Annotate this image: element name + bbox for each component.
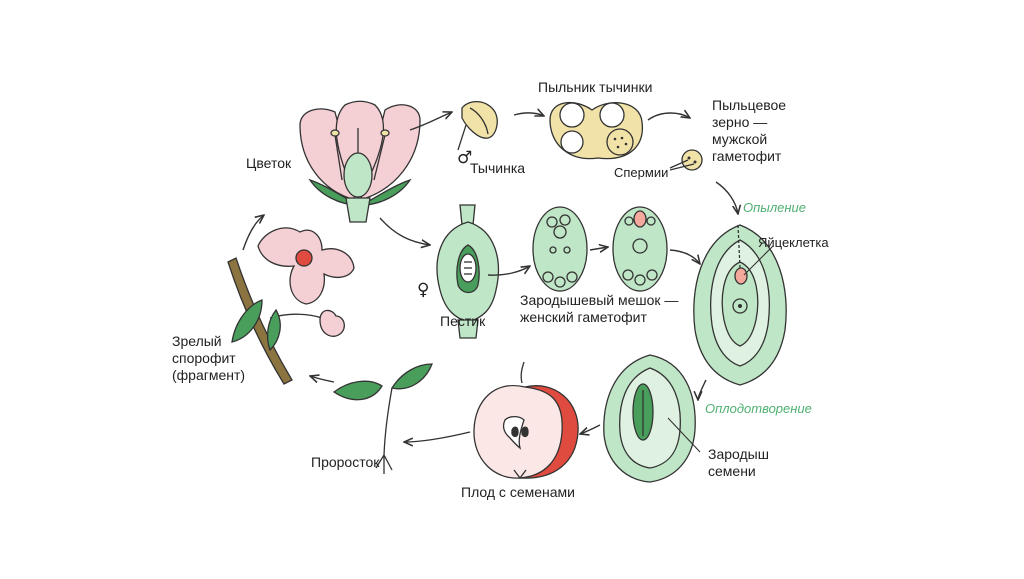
sporophyte-illustration xyxy=(227,227,355,385)
label-sperm: Спермии xyxy=(614,165,669,180)
embryo-sac-2-illustration xyxy=(612,206,668,292)
seedling-illustration xyxy=(332,363,433,474)
label-mature-sporophyte: Зрелый спорофит (фрагмент) xyxy=(172,333,246,383)
embryo-sac-1-illustration xyxy=(532,206,588,292)
label-stamen: Тычинка xyxy=(470,160,526,176)
fruit-illustration xyxy=(473,361,579,480)
pistil-illustration xyxy=(436,204,500,339)
flower-illustration xyxy=(299,100,421,223)
label-pollination: Опыление xyxy=(743,200,807,215)
female-symbol: ♀ xyxy=(417,280,430,300)
label-egg-cell: Яйцеклетка xyxy=(758,235,829,250)
male-symbol: ♂ xyxy=(457,148,473,168)
label-fertilization: Оплодотворение xyxy=(705,401,812,416)
label-pollen-grain: Пыльцевое зерно — мужской гаметофит xyxy=(712,97,787,164)
label-pistil: Пестик xyxy=(440,313,486,329)
pollen-grain-illustration xyxy=(669,149,703,171)
label-flower: Цветок xyxy=(246,155,292,171)
label-fruit: Плод с семенами xyxy=(461,484,575,500)
ovule-illustration xyxy=(693,224,787,386)
stamen-illustration xyxy=(457,101,498,151)
label-embryo-sac: Зародышевый мешок — женский гаметофит xyxy=(520,292,679,325)
label-leader-lines xyxy=(667,245,774,453)
seed-illustration xyxy=(603,354,696,483)
label-seedling: Проросток xyxy=(311,454,380,470)
label-anther: Пыльник тычинки xyxy=(538,79,653,95)
anther-illustration xyxy=(549,101,643,160)
cycle-arrows xyxy=(242,112,738,442)
label-seed-embryo: Зародыш семени xyxy=(708,446,769,479)
